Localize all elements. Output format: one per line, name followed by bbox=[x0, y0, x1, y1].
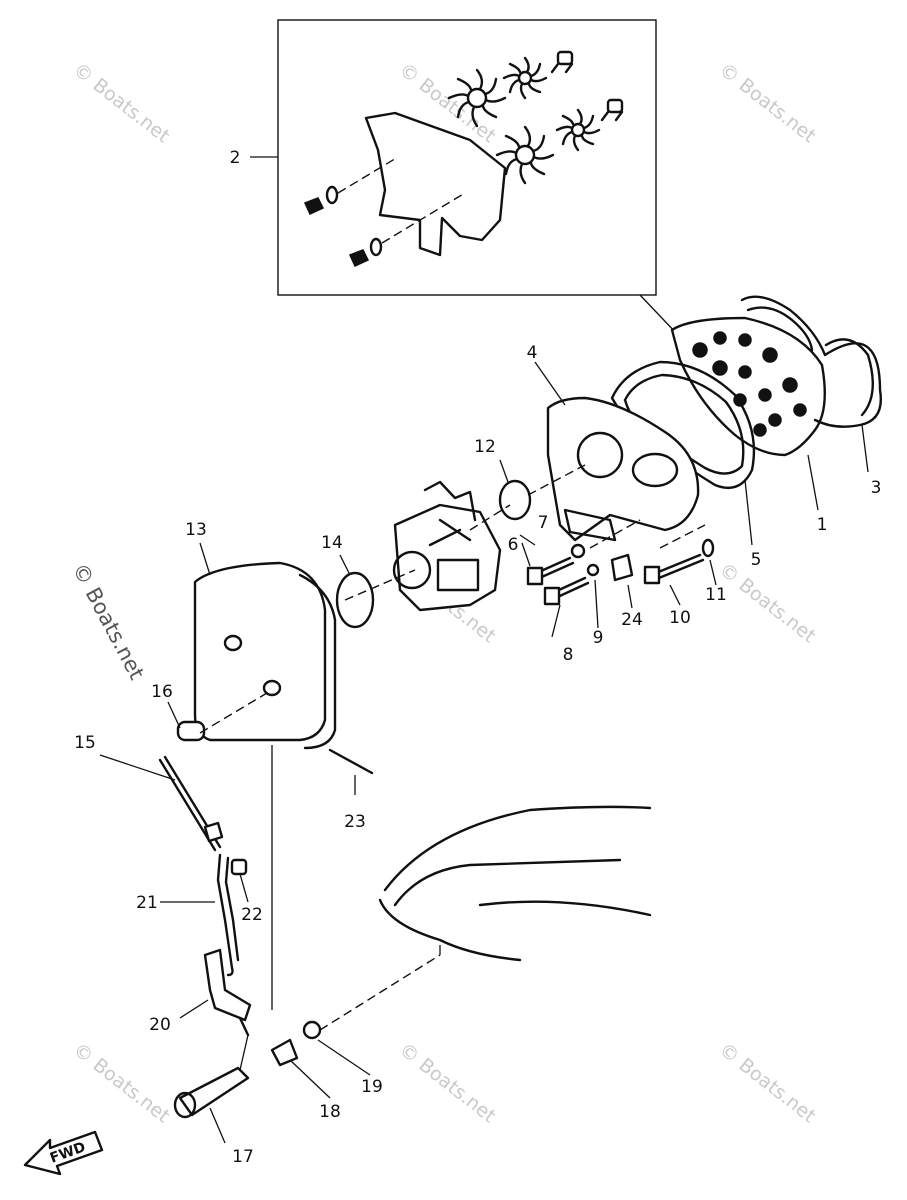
gasket-3 bbox=[740, 295, 882, 428]
carb-adapter bbox=[546, 396, 700, 542]
callout-21: 21 bbox=[136, 893, 158, 913]
callout-8: 8 bbox=[563, 645, 574, 665]
callout-4: 4 bbox=[527, 343, 538, 363]
choke-knob bbox=[173, 1034, 250, 1119]
gasket-14 bbox=[335, 571, 375, 629]
callout-5: 5 bbox=[751, 550, 762, 570]
carburetor bbox=[392, 480, 502, 612]
callout-16: 16 bbox=[151, 682, 173, 702]
gasket-3-inner bbox=[746, 306, 874, 417]
callout-12: 12 bbox=[474, 437, 496, 457]
callout-11: 11 bbox=[705, 585, 727, 605]
intake-silencer bbox=[193, 561, 337, 750]
reed-valve-inset bbox=[277, 19, 657, 296]
callout-7: 7 bbox=[538, 513, 549, 533]
watermark: © Boats.net bbox=[715, 559, 820, 648]
inset-leader bbox=[639, 294, 679, 336]
callout-14: 14 bbox=[321, 533, 343, 553]
callout-leaders bbox=[99, 156, 869, 1144]
callout-13: 13 bbox=[185, 520, 207, 540]
watermark: © Boats.net bbox=[715, 1039, 820, 1128]
callout-20: 20 bbox=[149, 1015, 171, 1035]
watermark: © Boats.net bbox=[69, 1039, 174, 1128]
callout-19: 19 bbox=[361, 1077, 383, 1097]
reed-valve-plate bbox=[670, 316, 826, 457]
callout-22: 22 bbox=[241, 905, 263, 925]
callouts: 1 2 3 4 5 6 7 8 9 10 11 12 13 14 15 16 1… bbox=[74, 148, 881, 1167]
callout-10: 10 bbox=[669, 608, 691, 628]
callout-24: 24 bbox=[621, 610, 643, 630]
callout-23: 23 bbox=[344, 812, 366, 832]
grommet-18 bbox=[270, 1038, 299, 1067]
callout-1: 1 bbox=[817, 515, 828, 535]
choke-linkage bbox=[203, 853, 252, 1037]
watermark: © Boats.net bbox=[715, 59, 820, 148]
watermark: © Boats.net bbox=[68, 559, 149, 683]
callout-9: 9 bbox=[593, 628, 604, 648]
callout-6: 6 bbox=[508, 535, 519, 555]
callout-3: 3 bbox=[871, 478, 882, 498]
oring-12 bbox=[498, 479, 532, 521]
callout-17: 17 bbox=[232, 1147, 254, 1167]
callout-2: 2 bbox=[230, 148, 241, 168]
bolts bbox=[158, 538, 715, 852]
watermark: © Boats.net bbox=[395, 1039, 500, 1128]
watermark: © Boats.net bbox=[69, 59, 174, 148]
hull-outline bbox=[378, 805, 652, 962]
washer-19 bbox=[302, 1020, 322, 1040]
forward-arrow: FWD bbox=[23, 1130, 104, 1176]
callout-15: 15 bbox=[74, 733, 96, 753]
callout-18: 18 bbox=[319, 1102, 341, 1122]
